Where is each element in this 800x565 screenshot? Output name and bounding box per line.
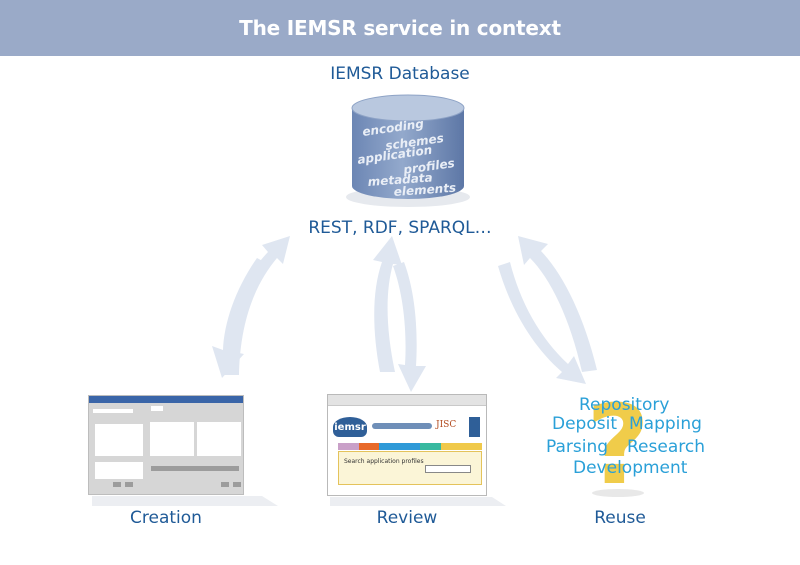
creation-toolbar	[151, 466, 239, 471]
review-tab-0	[338, 443, 359, 450]
reuse-caption: Reuse	[594, 508, 646, 528]
review-tab-4	[420, 443, 441, 450]
creation-button	[151, 406, 163, 411]
review-tab-5	[440, 443, 462, 450]
reuse-shadow	[592, 489, 644, 497]
creation-window-thumbnail	[88, 395, 244, 495]
review-header-bar	[372, 423, 432, 429]
review-caption: Review	[376, 508, 438, 528]
db-label-elements: elements	[393, 181, 456, 199]
creation-down-arrow-icon	[212, 258, 268, 378]
creation-panel-bottom	[95, 462, 143, 479]
creation-panel-middle	[150, 422, 194, 456]
page-title: The IEMSR service in context	[239, 16, 561, 40]
reuse-down-arrow-icon	[498, 262, 586, 384]
iemsr-logo: iemsr	[333, 417, 367, 437]
review-search-label: Search application profiles	[344, 458, 424, 465]
creation-up-arrow-icon	[223, 236, 290, 375]
db-label-metadata: metadata	[367, 170, 433, 189]
creation-caption: Creation	[130, 508, 202, 528]
creation-ok-button	[113, 482, 121, 487]
protocols-label: REST, RDF, SPARQL…	[308, 218, 492, 238]
reuse-word-research: Research	[627, 437, 705, 457]
review-down-arrow-icon	[393, 262, 426, 392]
review-search-input	[425, 465, 471, 473]
creation-panel-right	[197, 422, 241, 456]
header-banner: The IEMSR service in context	[0, 0, 800, 56]
reuse-word-repository: Repository	[579, 395, 670, 415]
review-tab-1	[358, 443, 380, 450]
review-side-block	[469, 417, 480, 437]
reuse-word-mapping: Mapping	[629, 414, 702, 434]
review-search-panel: Search application profiles	[338, 451, 482, 485]
creation-shadow	[92, 496, 278, 506]
reuse-up-arrow-icon	[518, 236, 597, 372]
review-tab-strip	[338, 443, 483, 450]
jisc-logo: JISC	[436, 420, 457, 430]
reuse-word-parsing: Parsing	[546, 437, 609, 457]
review-browser-toolbar	[328, 395, 486, 406]
creation-close-button	[233, 482, 241, 487]
review-shadow	[330, 497, 506, 506]
creation-titlebar	[89, 396, 243, 403]
creation-panel-left	[95, 424, 143, 456]
creation-apply-button	[221, 482, 229, 487]
review-tab-6	[461, 443, 483, 450]
creation-field	[93, 409, 133, 413]
review-tab-2	[379, 443, 400, 450]
review-up-arrow-icon	[373, 236, 402, 372]
database-cylinder-icon	[351, 94, 465, 199]
review-tab-3	[399, 443, 421, 450]
review-browser-thumbnail: iemsr JISC Search application profiles	[327, 394, 487, 496]
question-mark-icon: ?	[586, 381, 650, 509]
creation-cancel-button	[125, 482, 133, 487]
database-title: IEMSR Database	[330, 64, 470, 84]
reuse-word-deposit: Deposit	[552, 414, 617, 434]
reuse-word-development: Development	[573, 458, 688, 478]
